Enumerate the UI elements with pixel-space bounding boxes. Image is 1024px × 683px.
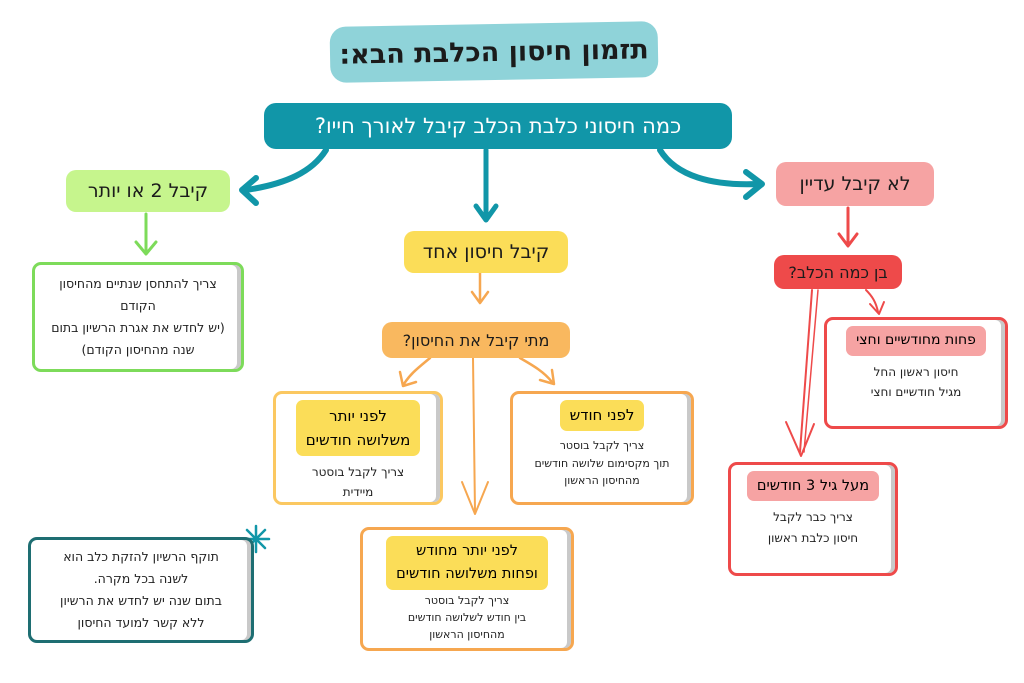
arrow-age-to-under [865,289,879,313]
between-body: צריך לקבל בוסטר בין חודש לשלושה חודשים מ… [407,594,527,642]
two-or-more-text: צריך להתחסן שנתיים מהחיסון הקודם (יש לחד… [51,276,225,357]
under-month-head: לפני חודש [559,400,645,432]
over-three-head: לפני יותר משלושה חודשים [295,400,421,456]
between-card: לפני יותר מחודש ופחות משלושה חודשים צריך… [360,527,574,651]
page-title: תזמון חיסון הכלבת הבא: [329,21,659,83]
over-three-body: צריך לקבל בוסטר מיידית [311,465,405,500]
under-body: חיסון ראשון החל מגיל חודשיים וחצי [870,364,962,400]
license-note-card: תוקף הרשיון להזקת כלב הוא לשנה בכל מקרה.… [28,537,254,643]
branch-one-label: קיבל חיסון אחד [404,231,568,273]
arrow-when-to-over-three [402,356,432,386]
over-body: צריך כבר לקבל חיסון כלבת ראשון [767,510,859,545]
two-or-more-card: צריך להתחסן שנתיים מהחיסון הקודם (יש לחד… [32,262,244,372]
over-three-card: לפני יותר משלושה חודשים צריך לקבל בוסטר … [273,391,443,505]
arrow-when-to-under-month [518,356,554,384]
under-month-body: צריך לקבל בוסטר תוך מקסימום שלושה חודשים… [534,439,670,488]
one-when-question: מתי קיבל את החיסון? [382,322,570,358]
arrow-to-none [657,147,761,188]
over-head: מעל גיל 3 חודשים [746,471,880,502]
none-age-question: בן כמה הכלב? [774,255,902,289]
over-card: מעל גיל 3 חודשים צריך כבר לקבל חיסון כלב… [728,462,898,576]
main-question: כמה חיסוני כלבת הכלב קיבל לאורך חייו? [264,103,732,149]
under-card: פחות מחודשיים וחצי חיסון ראשון החל מגיל … [824,317,1008,429]
license-note-text: תוקף הרשיון להזקת כלב הוא לשנה בכל מקרה.… [60,549,222,630]
arrow-to-two-or-more [243,147,329,193]
branch-none-label: לא קיבל עדיין [776,162,934,206]
under-month-card: לפני חודש צריך לקבל בוסטר תוך מקסימום של… [510,391,694,505]
under-head: פחות מחודשיים וחצי [846,326,986,356]
between-head: לפני יותר מחודש ופחות משלושה חודשים [386,536,548,591]
arrow-age-to-over [799,289,813,453]
arrow-when-to-between [472,357,476,513]
branch-two-or-more-label: קיבל 2 או יותר [66,170,230,212]
